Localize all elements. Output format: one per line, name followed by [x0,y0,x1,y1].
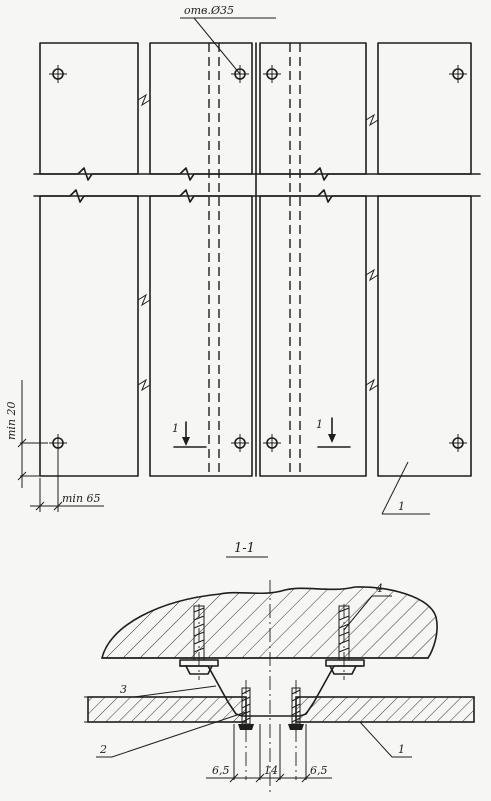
bolt-hole-icon [263,65,281,83]
dimension-edge-vertical: min 20 [5,380,48,488]
plate-leader-label: 1 [398,500,405,513]
bolt-left-lower [238,680,254,780]
section-mark-left: 1 [172,421,207,448]
callout-3: 3 [120,683,127,696]
bolt-hole-icon [49,434,67,452]
bottom-dimensions: 6,5 14 6,5 [206,724,332,783]
section-title: 1-1 [234,541,255,556]
leader-1: 1 [359,721,412,758]
bolt-right-lower [288,680,304,780]
section-mark-right: 1 [316,417,351,448]
hole-callout-leader: отв.Ø35 [180,4,276,75]
bottom-plate [84,696,475,723]
plate-leader: 1 [381,461,430,515]
leader-2: 2 [96,711,247,758]
edge-distance-horizontal-label: min 65 [62,492,101,505]
section-mark-label: 1 [172,422,179,435]
leader-4: 4 [343,582,392,631]
bolt-holes [49,65,467,452]
bolt-hole-icon [449,65,467,83]
section-view: 1-1 [84,541,475,795]
dim-center-label: 14 [264,764,278,777]
dim-right-label: 6,5 [310,764,328,777]
callout-1: 1 [398,743,405,756]
callout-4: 4 [375,582,383,595]
hidden-stringer-right [289,43,301,476]
edge-distance-vertical-label: min 20 [5,401,18,440]
section-mark-label: 1 [316,418,323,431]
plan-view: отв.Ø35 1 1 min 20 min [5,4,481,515]
hidden-stringer-left [208,43,220,476]
hole-callout-text: отв.Ø35 [184,4,234,17]
dim-left-label: 6,5 [212,764,230,777]
leader-3: 3 [116,683,217,698]
bolt-hole-icon [231,434,249,452]
break-lines [33,93,481,392]
callout-2: 2 [99,743,107,756]
bolt-hole-icon [263,434,281,452]
bolt-hole-icon [49,65,67,83]
bolt-hole-icon [449,434,467,452]
hat-profile [179,665,363,717]
dimension-edge-horizontal: min 65 [30,452,104,512]
break-gap-mask [30,176,480,195]
